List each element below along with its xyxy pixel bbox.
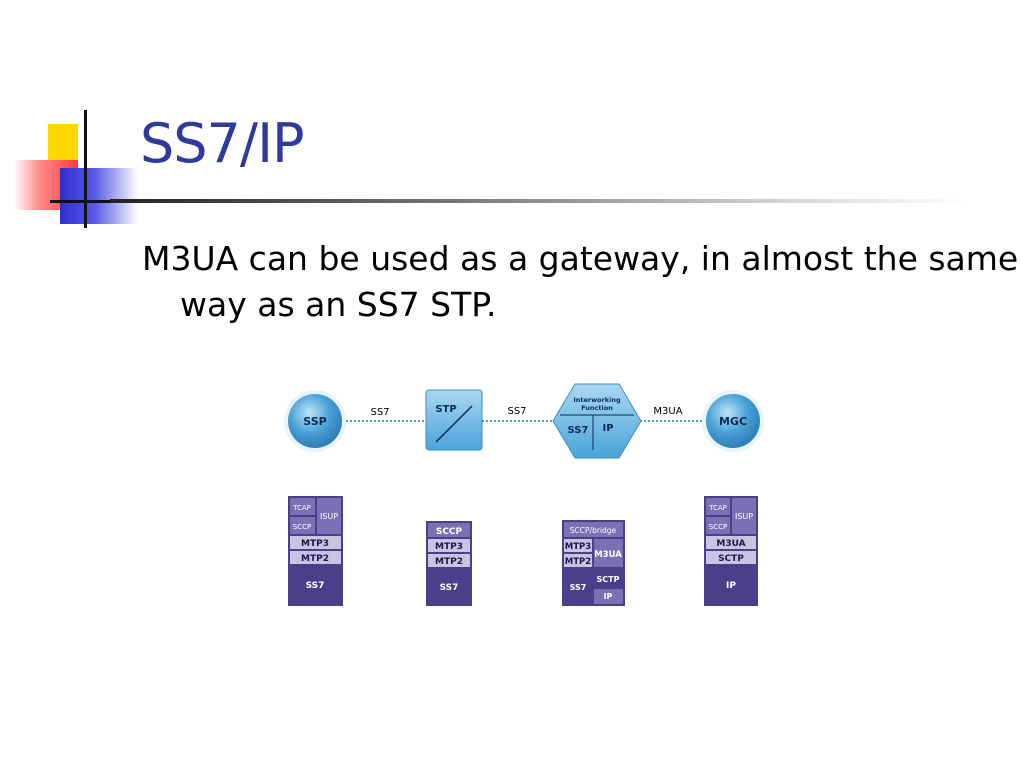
mgc-stack-base: IP bbox=[726, 581, 736, 591]
ssp-node bbox=[288, 394, 342, 448]
iwf-ip-label: IP bbox=[602, 423, 613, 434]
mgc-node bbox=[706, 394, 760, 448]
ssp-stack-mtp2: MTP2 bbox=[301, 554, 329, 564]
iwf-stack: SCCP/bridge MTP3 MTP2 M3UA SS7 SCTP IP bbox=[562, 520, 625, 606]
iwf-stack-ss7: SS7 bbox=[570, 583, 587, 592]
mgc-stack-tcap: TCAP bbox=[708, 504, 727, 512]
mgc-stack-m3ua: M3UA bbox=[716, 539, 745, 549]
iwf-stack-ip: IP bbox=[604, 592, 613, 601]
stp-stack-mtp2: MTP2 bbox=[435, 557, 463, 567]
iwf-ss7-label: SS7 bbox=[568, 425, 589, 436]
logo-yellow-square bbox=[48, 124, 78, 162]
mgc-stack-sccp: SCCP bbox=[709, 523, 727, 531]
stp-stack-mtp3: MTP3 bbox=[435, 542, 463, 552]
iwf-stack-mtp2: MTP2 bbox=[565, 557, 591, 567]
iwf-stack-sctp: SCTP bbox=[597, 575, 620, 584]
iwf-stack-top: SCCP/bridge bbox=[570, 526, 617, 535]
mgc-stack-sctp: SCTP bbox=[718, 554, 744, 564]
ssp-stack-sccp: SCCP bbox=[293, 523, 311, 531]
link-label-3: M3UA bbox=[653, 406, 682, 417]
mgc-label: MGC bbox=[719, 415, 747, 428]
iwf-stack-mtp3: MTP3 bbox=[565, 542, 591, 552]
iwf-title: Interworking bbox=[573, 396, 621, 404]
ssp-stack: TCAP SCCP ISUP MTP3 MTP2 SS7 bbox=[288, 496, 343, 606]
link-label-2: SS7 bbox=[507, 406, 526, 417]
logo-vertical-line bbox=[84, 110, 87, 228]
slide-title: SS7/IP bbox=[140, 112, 305, 175]
iwf-stack-m3ua: M3UA bbox=[594, 550, 622, 560]
slide-bullet: M3UA can be used as a gateway, in almost… bbox=[142, 239, 1019, 324]
ssp-label: SSP bbox=[303, 415, 326, 428]
mgc-stack: TCAP SCCP ISUP M3UA SCTP IP bbox=[704, 496, 758, 606]
mgc-stack-isup: ISUP bbox=[735, 512, 753, 521]
ssp-stack-tcap: TCAP bbox=[292, 504, 311, 512]
stp-diagonal bbox=[435, 405, 473, 443]
ssp-stack-mtp3: MTP3 bbox=[301, 539, 329, 549]
stp-stack-sccp: SCCP bbox=[436, 527, 463, 537]
iwf-node bbox=[552, 383, 642, 459]
ssp-stack-isup: ISUP bbox=[320, 512, 338, 521]
link-label-1: SS7 bbox=[370, 407, 389, 418]
stp-label: STP bbox=[435, 404, 456, 415]
ssp-stack-base: SS7 bbox=[306, 581, 325, 591]
iwf-title-2: Function bbox=[581, 404, 613, 412]
logo-horizontal-line bbox=[50, 200, 110, 203]
logo-blue-square bbox=[60, 168, 138, 224]
stp-stack: SCCP MTP3 MTP2 SS7 bbox=[426, 521, 472, 606]
stp-stack-base: SS7 bbox=[440, 583, 459, 593]
stp-node bbox=[425, 389, 483, 451]
title-rule bbox=[110, 199, 970, 203]
